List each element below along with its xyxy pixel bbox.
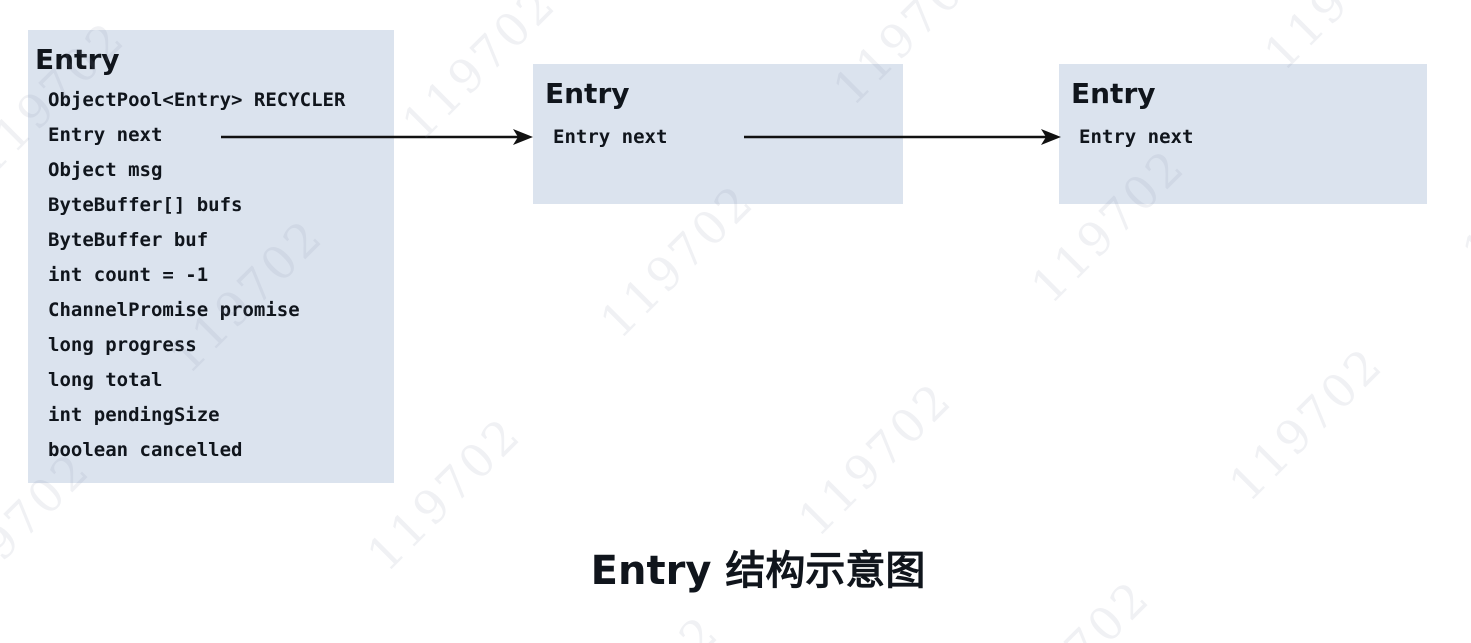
field-buf: ByteBuffer buf	[48, 229, 209, 251]
entry-node-third-title: Entry	[1071, 77, 1156, 110]
entry-node-second-title: Entry	[545, 77, 630, 110]
diagram-caption: Entry 结构示意图	[590, 548, 926, 594]
watermark-text: 119702	[787, 371, 963, 547]
entry-node-third-fields: Entry next	[1079, 120, 1427, 155]
field-msg: Object msg	[48, 159, 163, 181]
field-next: Entry next	[48, 124, 163, 146]
field-next: Entry next	[1079, 126, 1194, 148]
entry-node-second-fields: Entry next	[553, 120, 903, 155]
entry-node-third: Entry Entry next	[1059, 64, 1427, 204]
watermark-text: 119702	[554, 604, 729, 643]
watermark-text: 119702	[1451, 103, 1471, 279]
watermark-text: 119702	[985, 569, 1160, 643]
entry-node-main: Entry ObjectPool<Entry> RECYCLER Entry n…	[28, 30, 394, 483]
field-next: Entry next	[553, 126, 668, 148]
field-bufs: ByteBuffer[] bufs	[48, 194, 243, 216]
field-count: int count = -1	[48, 264, 209, 286]
watermark-text: 119702	[1218, 336, 1394, 512]
field-total: long total	[48, 369, 163, 391]
field-promise: ChannelPromise promise	[48, 299, 300, 321]
watermark-text: 119702	[1416, 534, 1471, 643]
field-progress: long progress	[48, 334, 197, 356]
entry-node-main-fields: ObjectPool<Entry> RECYCLER Entry next Ob…	[48, 83, 394, 468]
field-pending-size: int pendingSize	[48, 404, 220, 426]
field-recycler: ObjectPool<Entry> RECYCLER	[48, 89, 346, 111]
entry-node-main-title: Entry	[35, 43, 120, 76]
field-cancelled: boolean cancelled	[48, 439, 243, 461]
entry-node-second: Entry Entry next	[533, 64, 903, 204]
watermark-text: 119702	[123, 639, 298, 643]
